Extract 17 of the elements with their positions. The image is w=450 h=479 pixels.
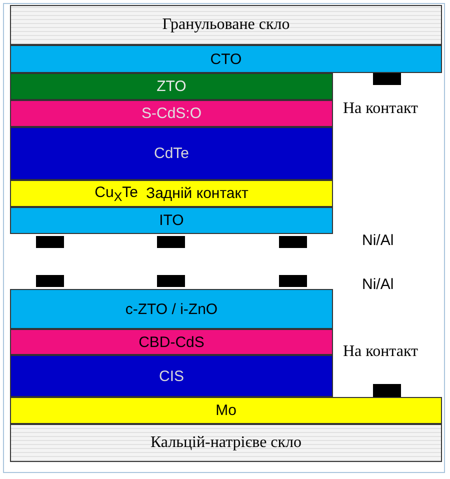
- layer: CIS: [10, 355, 333, 397]
- layer: ITO: [10, 207, 333, 234]
- layer-note: Задній контакт: [146, 185, 248, 202]
- layer: CTO: [10, 45, 442, 73]
- material-label: Ni/Al: [362, 276, 394, 293]
- layer: Mo: [10, 397, 442, 424]
- layer: S-CdS:O: [10, 100, 333, 127]
- layer: CdTe: [10, 127, 333, 180]
- glass-substrate-layer: Гранульоване скло: [10, 5, 442, 45]
- contact-label: На контакт: [343, 100, 418, 118]
- layer: CBD-CdS: [10, 329, 333, 355]
- glass-substrate-layer: Кальцій-натрієве скло: [10, 424, 442, 462]
- contact-label: На контакт: [343, 343, 418, 361]
- layer: ZTO: [10, 73, 333, 100]
- layer-name: Cu$_{X}$Te: [94, 184, 138, 204]
- material-label: Ni/Al: [362, 232, 394, 249]
- layer: c-ZTO / i-ZnO: [10, 289, 333, 329]
